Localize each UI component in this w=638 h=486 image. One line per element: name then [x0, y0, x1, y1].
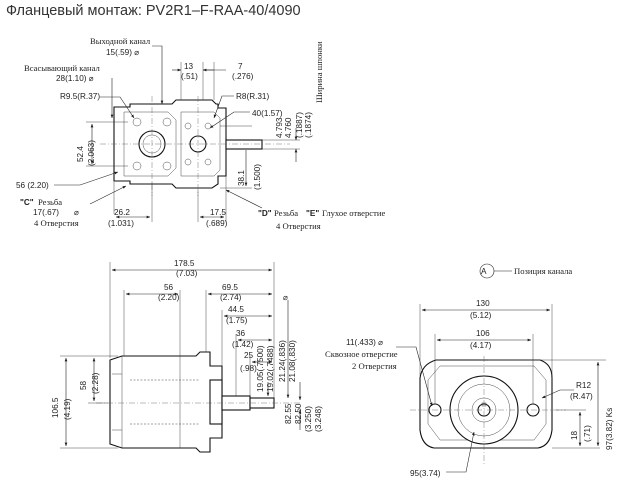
bolt-hole	[132, 161, 142, 171]
dim-106-end: 106	[476, 329, 490, 338]
dim-106-in: (4.19)	[63, 398, 72, 420]
d-thread: Резьба	[274, 208, 298, 218]
dim-4793: 4.793	[275, 117, 284, 138]
e-hole: Глухое отверстие	[322, 208, 385, 218]
dim-25-in: (.98)	[240, 364, 257, 373]
dim-r12: R12	[576, 381, 591, 390]
outlet-port-label: Выходной канал	[90, 36, 151, 46]
dim-52-in: (2.063)	[87, 140, 96, 166]
shaft-dim-f: 82.50	[294, 403, 303, 424]
bolt-hole	[184, 122, 192, 130]
dim-17-5-in: (.689)	[206, 219, 228, 228]
port-position-letter: A	[481, 267, 487, 276]
dim-36: 36	[236, 329, 246, 338]
de-holes: 4 Отверстия	[276, 221, 321, 231]
dim-7: 7	[238, 62, 243, 71]
dim-26: 26.2	[114, 208, 130, 217]
shaft-dim-a: 19.05(.7500)	[256, 345, 265, 392]
radius-right: R8(R.31)	[236, 92, 269, 101]
dim-56-side-in: (2.20)	[158, 293, 180, 302]
dim-13-in: (.51)	[181, 72, 198, 81]
shaft-dim-c: 21.24(.836)	[278, 340, 287, 382]
shaft-dim-b: 19.02(.7488)	[266, 345, 275, 392]
dim-13: 13	[184, 62, 194, 71]
dia-symbol: ⌀	[283, 293, 288, 302]
dim-26-in: (1.031)	[108, 219, 134, 228]
dim-18-in: (.71)	[583, 425, 592, 442]
page-title: Фланцевый монтаж: PV2R1–F-RAA-40/4090	[6, 3, 301, 19]
top-shaft	[225, 139, 263, 150]
two-holes-label: 2 Отверстия	[352, 361, 397, 371]
dim-58-in: (2.28)	[91, 372, 100, 394]
bolt-hole	[132, 117, 142, 127]
shaft-dim-d: 21.08(.830)	[288, 340, 297, 382]
side-view: 178.5 (7.03) 56 (2.20) 69.5 (2.74) 44.5 …	[51, 259, 323, 453]
top-view: Выходной канал 15(.59) ⌀ Всасывающий кан…	[16, 36, 385, 231]
side-body-outline	[109, 351, 223, 453]
shaft-dim-e: 82.55	[284, 403, 293, 424]
dim-r12-in: (R.47)	[570, 392, 593, 401]
dim-25: 25	[244, 351, 254, 360]
dim-56-side: 56	[164, 283, 174, 292]
dim-36-in: (1.42)	[232, 340, 254, 349]
dim-44: 44.5	[228, 305, 244, 314]
c-dim: 17(.67)	[33, 208, 59, 217]
c-dia: ⌀	[74, 208, 79, 217]
dim-69: 69.5	[222, 283, 238, 292]
dim-4760: 4.760	[284, 117, 293, 138]
c-thread: Резьба	[38, 197, 62, 207]
outlet-port-dim: 15(.59) ⌀	[106, 48, 139, 57]
end-view: A Позиция канала 130 (5.12) 106 (4.17) 1…	[325, 263, 614, 478]
bolt-hole	[204, 158, 212, 166]
dim-58: 58	[79, 380, 88, 390]
dim-38-in: (1.500)	[253, 164, 262, 190]
dim-178-in: (7.03)	[176, 269, 198, 278]
e-letter: "E"	[306, 209, 319, 218]
inlet-port-label: Всасывающий канал	[24, 63, 101, 73]
bolt-hole	[162, 117, 172, 127]
dim-69-in: (2.74)	[220, 293, 242, 302]
key-width-label: Ширина шпонки	[314, 41, 324, 103]
port-position-label: Позиция канала	[514, 266, 572, 276]
mount-hole-dim: 11(.433) ⌀	[346, 338, 383, 347]
shaft-dim-h: (3.248)	[314, 406, 323, 432]
d-letter: "D"	[258, 209, 272, 218]
dim-178: 178.5	[174, 259, 195, 268]
bolt-hole	[162, 161, 172, 171]
dim-56-top: 56 (2.20)	[16, 181, 49, 190]
c-letter: "C"	[20, 198, 34, 207]
dim-44-in: (1.75)	[226, 316, 248, 325]
c-holes: 4 Отверстия	[34, 218, 79, 228]
dim-38: 38.1	[237, 170, 246, 186]
top-left-lobe	[123, 111, 177, 177]
inlet-port-dim: 28(1.10) ⌀	[56, 74, 94, 83]
dim-40: 40(1.57)	[252, 109, 283, 118]
dim-1887: (.1887)	[295, 112, 304, 138]
dim-18: 18	[570, 430, 579, 440]
dim-1874: (.1874)	[304, 112, 313, 138]
shaft-dim-g: (3.250)	[304, 406, 313, 432]
dim-7-in: (.276)	[232, 72, 254, 81]
dim-52: 52.4	[76, 146, 85, 162]
dim-97: 97(3.82) Ks	[605, 408, 614, 450]
dim-17-5: 17.5	[210, 208, 226, 217]
dim-130: 130	[476, 299, 490, 308]
radius-left: R9.5(R.37)	[60, 92, 100, 101]
dim-106: 106.5	[51, 397, 60, 418]
dim-106-end-in: (4.17)	[470, 341, 492, 350]
bolt-hole	[184, 158, 192, 166]
dim-130-in: (5.12)	[470, 311, 492, 320]
through-hole-label: Сквозное отверстие	[325, 349, 398, 359]
dim-95: 95(3.74)	[410, 469, 441, 478]
top-right-lobe	[180, 111, 221, 177]
